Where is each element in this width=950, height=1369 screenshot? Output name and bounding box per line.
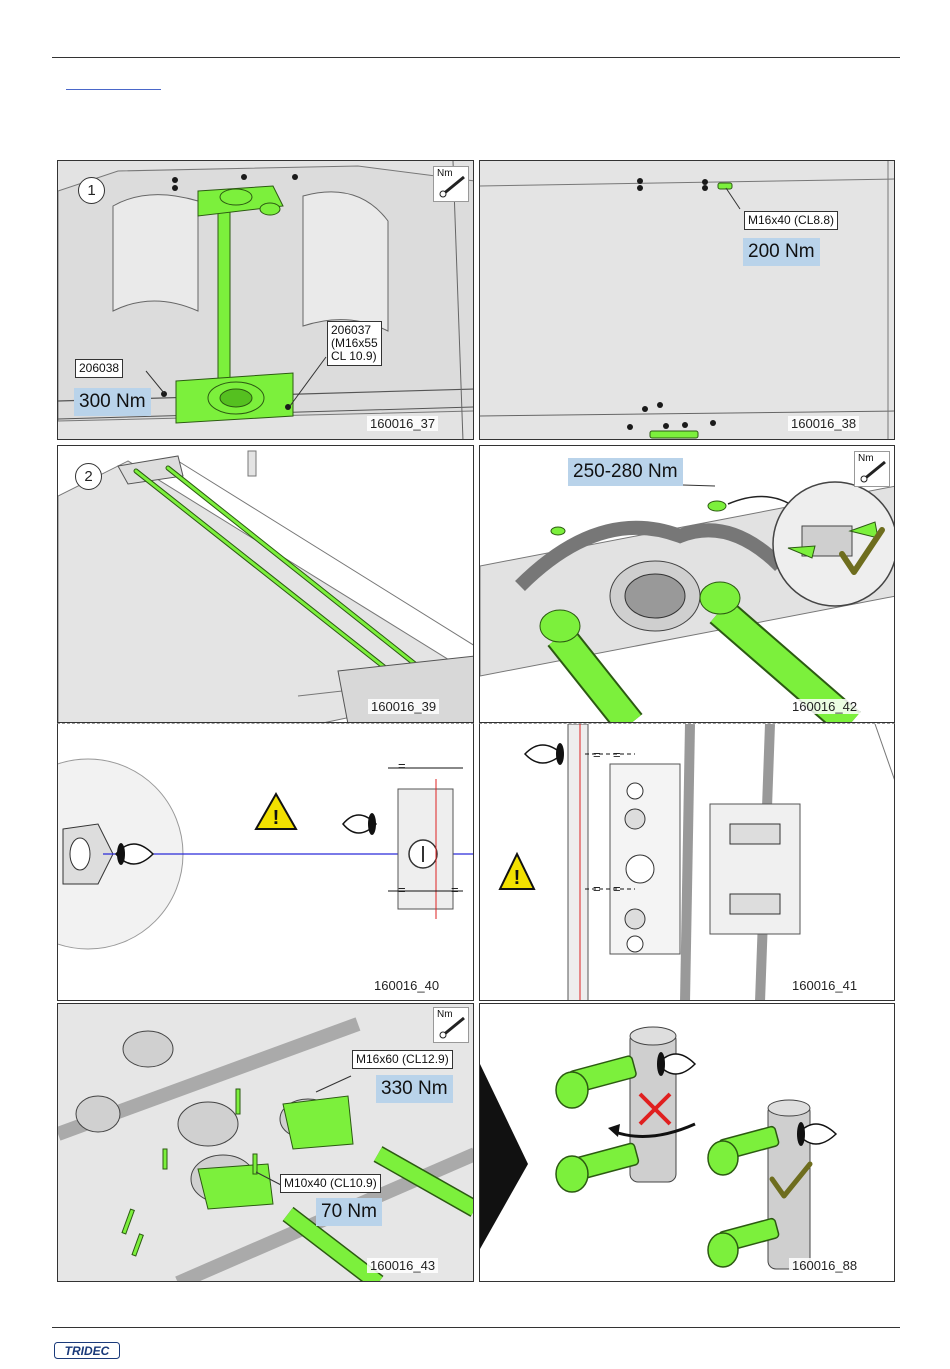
panel-160016-39: 2 160016_39 — [57, 445, 474, 723]
panel-160016-38: M16x40 (CL8.8) 200 Nm 160016_38 — [479, 160, 895, 440]
illustration-alignment-top: ! — [480, 724, 895, 1001]
panel-160016-40: ! = = = 160016_40 — [57, 723, 474, 1001]
torque-wrench-icon: Nm — [433, 166, 469, 202]
illustration-chassis-bolts — [480, 161, 895, 440]
illustration-equaliser — [480, 446, 895, 723]
figure-id: 160016_88 — [789, 1258, 860, 1273]
figure-id: 160016_40 — [371, 978, 442, 993]
tridec-logo: TRIDEC — [54, 1342, 120, 1359]
torque-value: 300 Nm — [74, 388, 151, 416]
illustration-tie-rods — [58, 446, 474, 723]
part-callout: M10x40 (CL10.9) — [280, 1174, 381, 1193]
header-rule — [52, 57, 900, 58]
svg-text:TRIDEC: TRIDEC — [65, 1344, 110, 1358]
torque-value: 330 Nm — [376, 1075, 453, 1103]
step-number: 2 — [75, 463, 102, 490]
panel-160016-88: 160016_88 — [479, 1003, 895, 1282]
figure-id: 160016_38 — [788, 416, 859, 431]
svg-text:!: ! — [514, 867, 521, 889]
equal-marker: = — [448, 882, 462, 897]
part-callout: M16x60 (CL12.9) — [352, 1050, 453, 1069]
equal-marker: = — [610, 881, 624, 896]
part-callout: 206038 — [75, 359, 123, 378]
figure-id: 160016_41 — [789, 978, 860, 993]
header-link-underline[interactable] — [66, 89, 161, 90]
step-number: 1 — [78, 177, 105, 204]
figure-id: 160016_42 — [789, 699, 860, 714]
torque-wrench-icon: Nm — [854, 451, 890, 487]
part-callout: 206037 (M16x55 CL 10.9) — [327, 321, 382, 366]
illustration-bolt-orientation — [480, 1004, 895, 1282]
equal-marker: = — [395, 882, 409, 897]
equal-marker: = — [610, 747, 624, 762]
equal-marker: = — [590, 747, 604, 762]
torque-value: 200 Nm — [743, 238, 820, 266]
footer-rule — [52, 1327, 900, 1328]
figure-id: 160016_39 — [368, 699, 439, 714]
equal-marker: = — [590, 881, 604, 896]
panel-160016-43: Nm M16x60 (CL12.9) 330 Nm M10x40 (CL10.9… — [57, 1003, 474, 1282]
illustration-axle-brackets — [58, 1004, 474, 1282]
torque-wrench-icon: Nm — [433, 1007, 469, 1043]
svg-text:!: ! — [273, 807, 280, 829]
equal-marker: = — [395, 758, 409, 773]
part-callout: M16x40 (CL8.8) — [744, 211, 838, 230]
panel-160016-41: ! = = = = 160016_41 — [479, 723, 895, 1001]
illustration-alignment-front: ! — [58, 724, 474, 1001]
torque-value: 250-280 Nm — [568, 458, 683, 486]
figure-id: 160016_43 — [367, 1258, 438, 1273]
panel-160016-37: 1 Nm 206038 206037 (M16x55 CL 10.9) 300 … — [57, 160, 474, 440]
panel-160016-42: Nm 250-280 Nm 160016_42 — [479, 445, 895, 723]
figure-id: 160016_37 — [367, 416, 438, 431]
torque-value: 70 Nm — [316, 1198, 382, 1226]
